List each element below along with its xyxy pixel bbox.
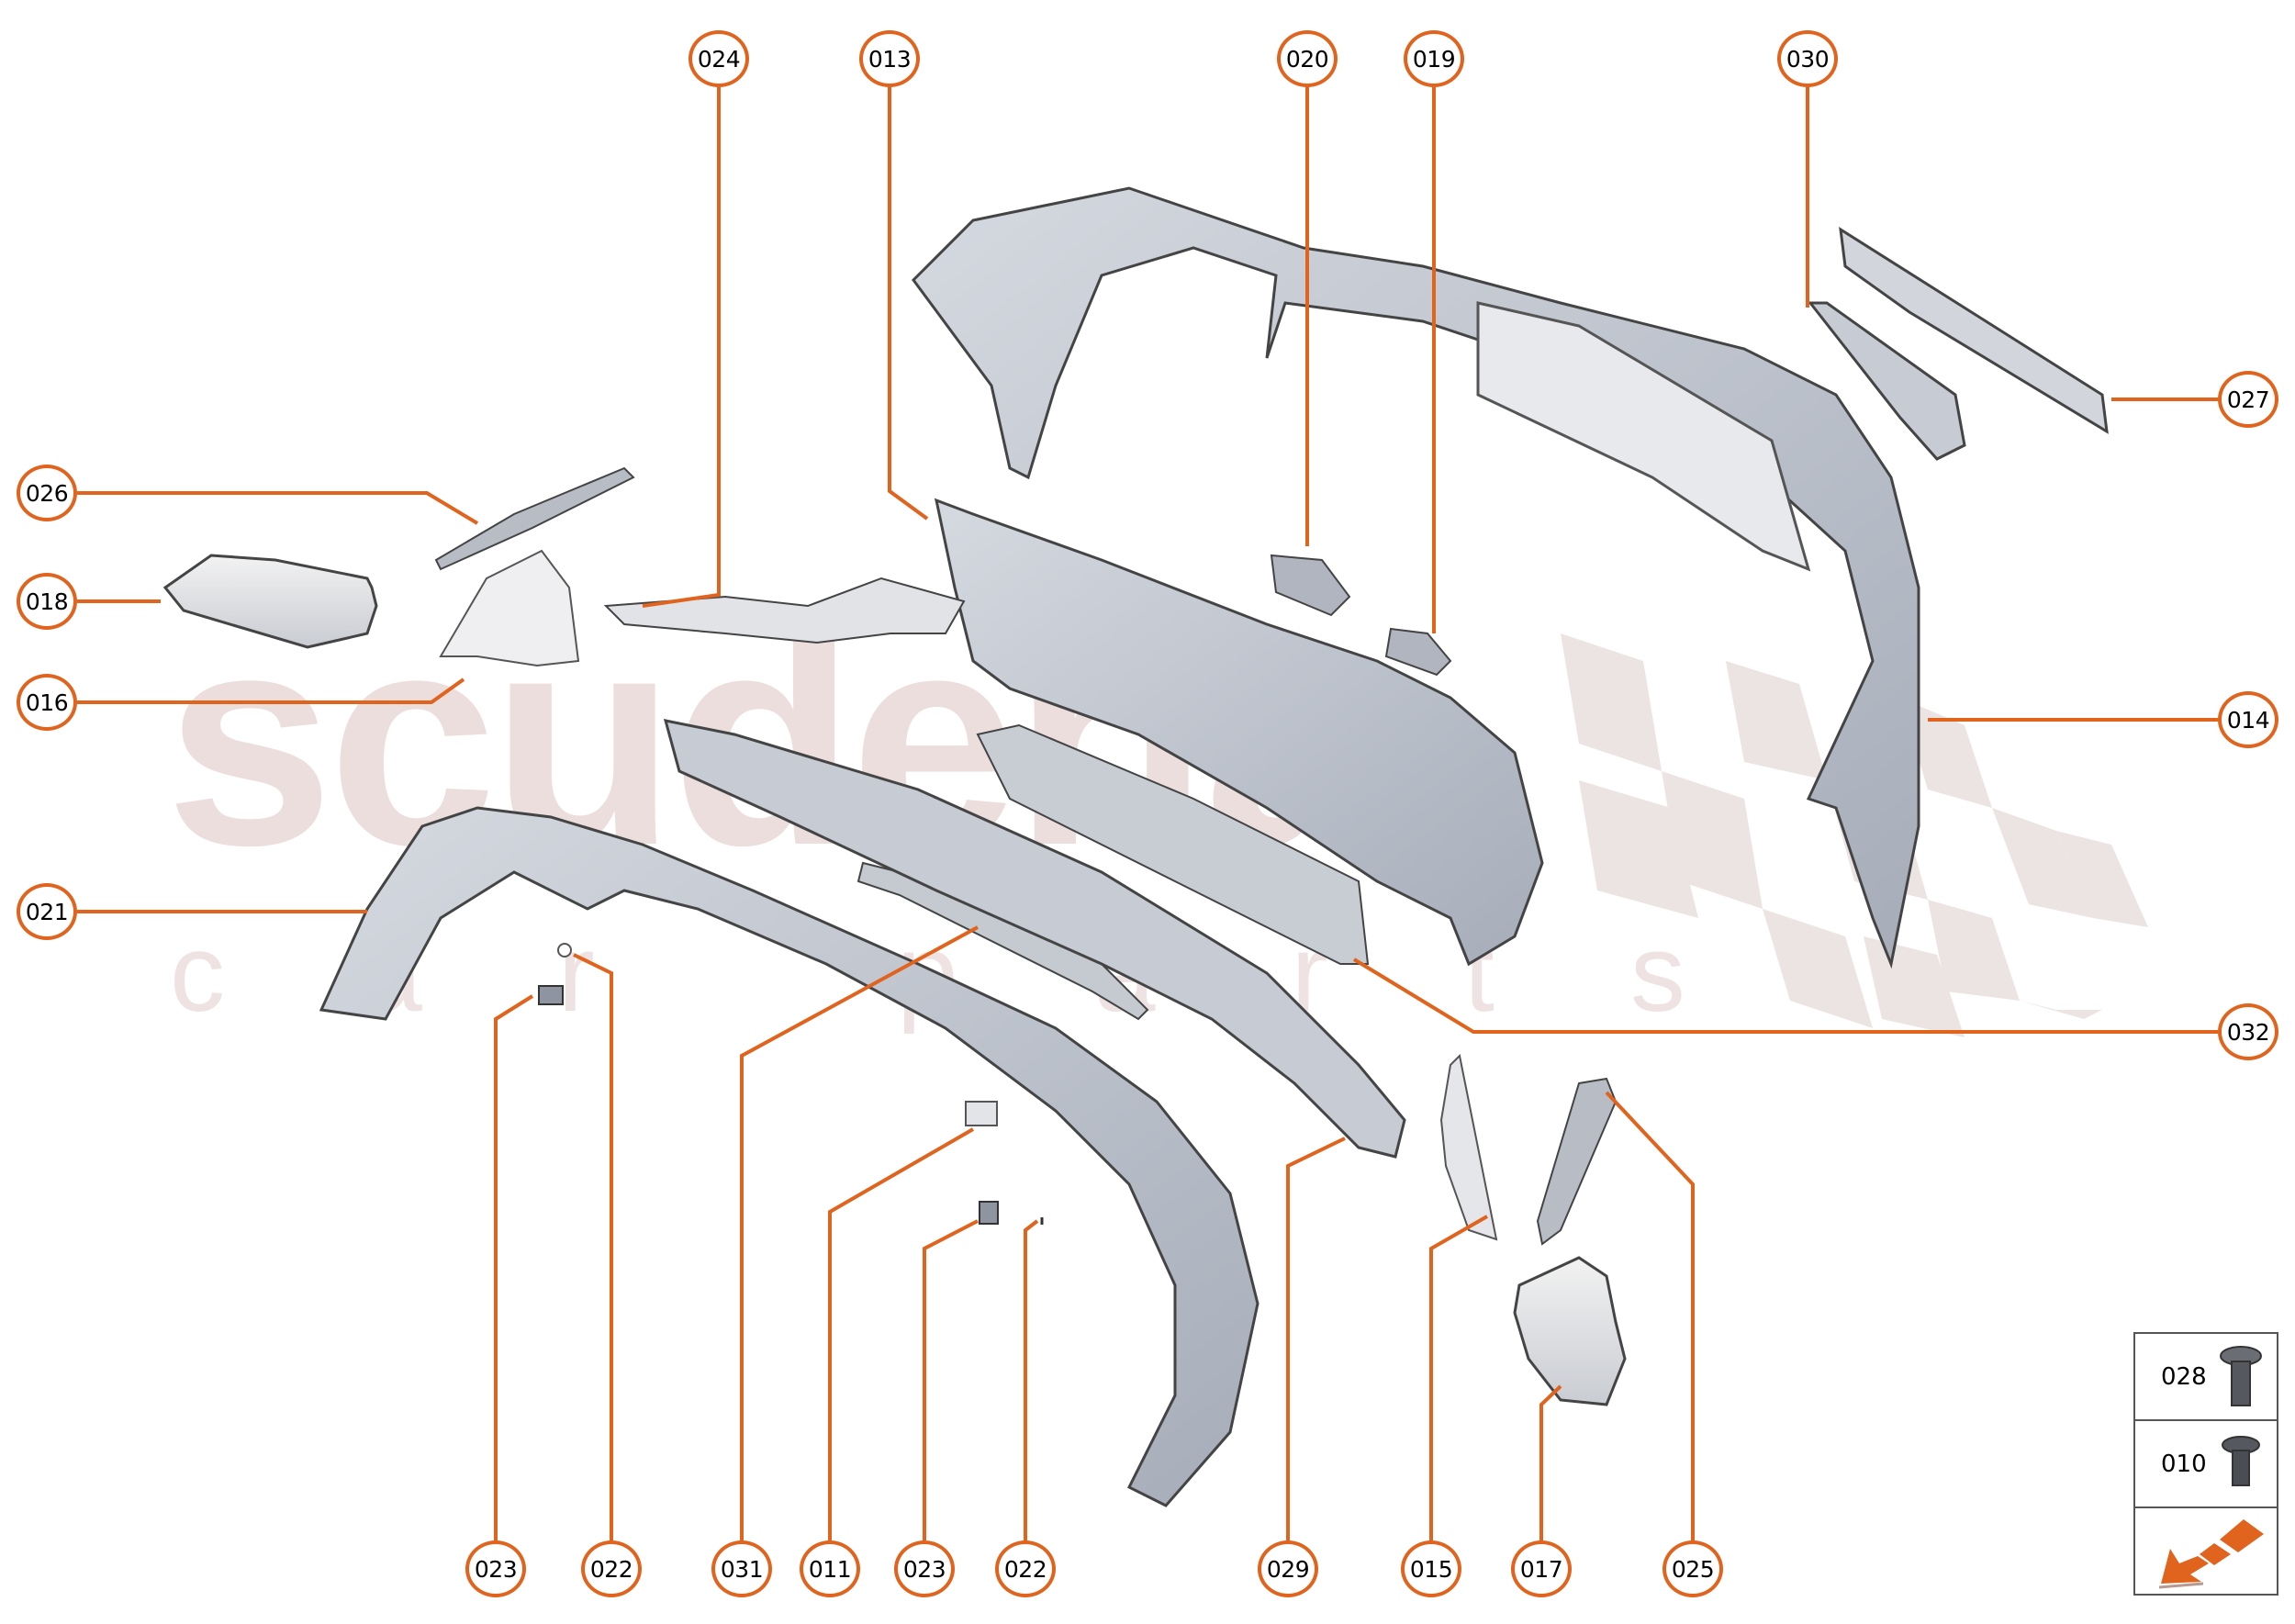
part-032-strip <box>976 723 1370 965</box>
part-027-plate-bracket <box>1839 227 2109 434</box>
callout-021[interactable]: 021 <box>17 883 77 940</box>
callout-018[interactable]: 018 <box>17 573 77 630</box>
part-023-clip-left <box>538 985 564 1005</box>
part-024-strip <box>603 577 966 644</box>
part-021-lower-diffuser <box>319 806 1259 1507</box>
screw-small-icon <box>2222 1436 2260 1486</box>
part-025-bracket <box>1536 1077 1618 1246</box>
callout-022[interactable]: 022 <box>995 1540 1056 1597</box>
front-direction-arrow-icon <box>2158 1519 2264 1589</box>
callout-032[interactable]: 032 <box>2218 1003 2278 1060</box>
callout-024[interactable]: 024 <box>688 30 749 87</box>
callout-026[interactable]: 026 <box>17 465 77 521</box>
part-029-crash-frame <box>663 719 1406 1159</box>
part-015-side-panel <box>1439 1053 1498 1241</box>
callout-030[interactable]: 030 <box>1777 30 1838 87</box>
callout-029[interactable]: 029 <box>1258 1540 1318 1597</box>
leader-lines <box>77 87 2218 1540</box>
fastener-legend: 028 010 <box>2133 1332 2278 1596</box>
callout-011[interactable]: 011 <box>800 1540 860 1597</box>
part-019-clip <box>1384 627 1452 677</box>
legend-direction <box>2135 1508 2277 1596</box>
callout-019[interactable]: 019 <box>1404 30 1464 87</box>
callout-027[interactable]: 027 <box>2218 371 2278 428</box>
callout-031[interactable]: 031 <box>711 1540 772 1597</box>
callout-013[interactable]: 013 <box>859 30 920 87</box>
legend-item-028[interactable]: 028 <box>2135 1334 2277 1421</box>
part-030-plate-bracket <box>1807 301 1966 461</box>
callout-022[interactable]: 022 <box>581 1540 642 1597</box>
part-013-reinforcement <box>934 498 1544 967</box>
part-018-air-duct <box>162 554 378 649</box>
part-017-duct-end <box>1513 1256 1627 1406</box>
callout-016[interactable]: 016 <box>17 674 77 731</box>
part-026-bracket <box>434 466 635 571</box>
part-011-clip <box>965 1101 998 1126</box>
legend-label: 010 <box>2161 1450 2207 1478</box>
callout-023[interactable]: 023 <box>465 1540 526 1597</box>
part-016-panel <box>439 549 580 667</box>
callout-023[interactable]: 023 <box>894 1540 955 1597</box>
callout-014[interactable]: 014 <box>2218 691 2278 748</box>
callout-025[interactable]: 025 <box>1662 1540 1723 1597</box>
callout-015[interactable]: 015 <box>1401 1540 1461 1597</box>
callout-020[interactable]: 020 <box>1277 30 1338 87</box>
legend-item-010[interactable]: 010 <box>2135 1421 2277 1508</box>
screw-large-icon <box>2220 1346 2262 1406</box>
part-022-grommet-left <box>557 943 572 958</box>
part-020-clip <box>1270 554 1351 617</box>
legend-label: 028 <box>2161 1363 2207 1391</box>
part-023-clip-right <box>979 1201 999 1225</box>
callout-017[interactable]: 017 <box>1511 1540 1572 1597</box>
